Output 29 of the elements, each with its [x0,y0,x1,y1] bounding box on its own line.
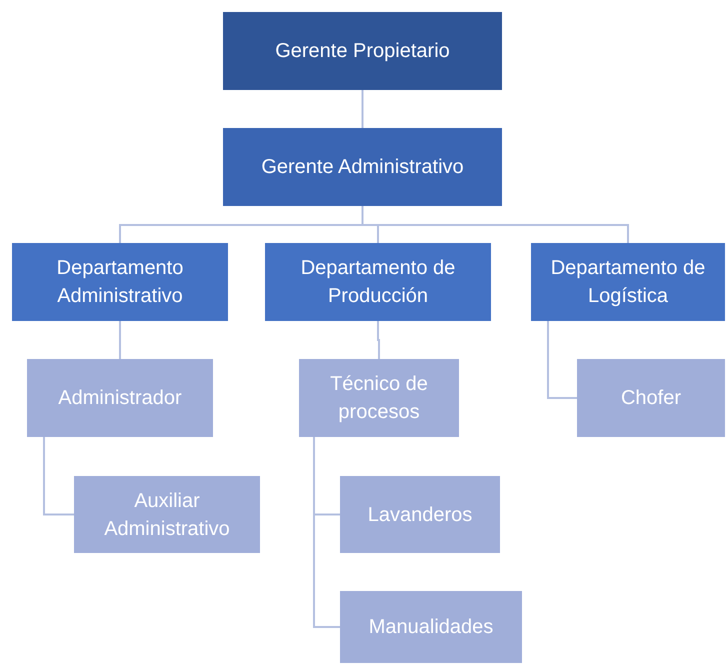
connector-line [43,437,74,516]
connector-line [377,321,380,359]
role-label: Administrador [58,386,182,411]
org-box [531,243,725,321]
org-box [223,128,502,206]
connector-line [119,321,121,359]
role-label: Gerente Propietario [275,39,450,64]
connector-line [313,437,340,628]
org-box [265,243,491,321]
org-box [340,591,522,663]
role-label: Gerente Administrativo [261,155,464,180]
org-box [74,476,260,553]
role-label: Departamento de Logística [550,256,706,309]
role-label: Departamento Administrativo [56,256,184,309]
role-label: Departamento de Producción [300,256,456,309]
connector-line [547,321,577,399]
org-box [12,243,228,321]
role-label: Técnico de procesos [329,372,429,425]
org-box [27,359,213,437]
org-box [299,359,459,437]
connector-line [362,90,364,128]
org-box [577,359,725,437]
connector-line [362,206,629,243]
org-box [223,12,502,90]
role-label: Lavanderos [368,502,472,528]
role-label: Manualidades [368,615,494,640]
org-box [340,476,500,553]
role-label: Chofer [620,386,682,411]
role-label: Auxiliar Administrativo [103,488,231,542]
